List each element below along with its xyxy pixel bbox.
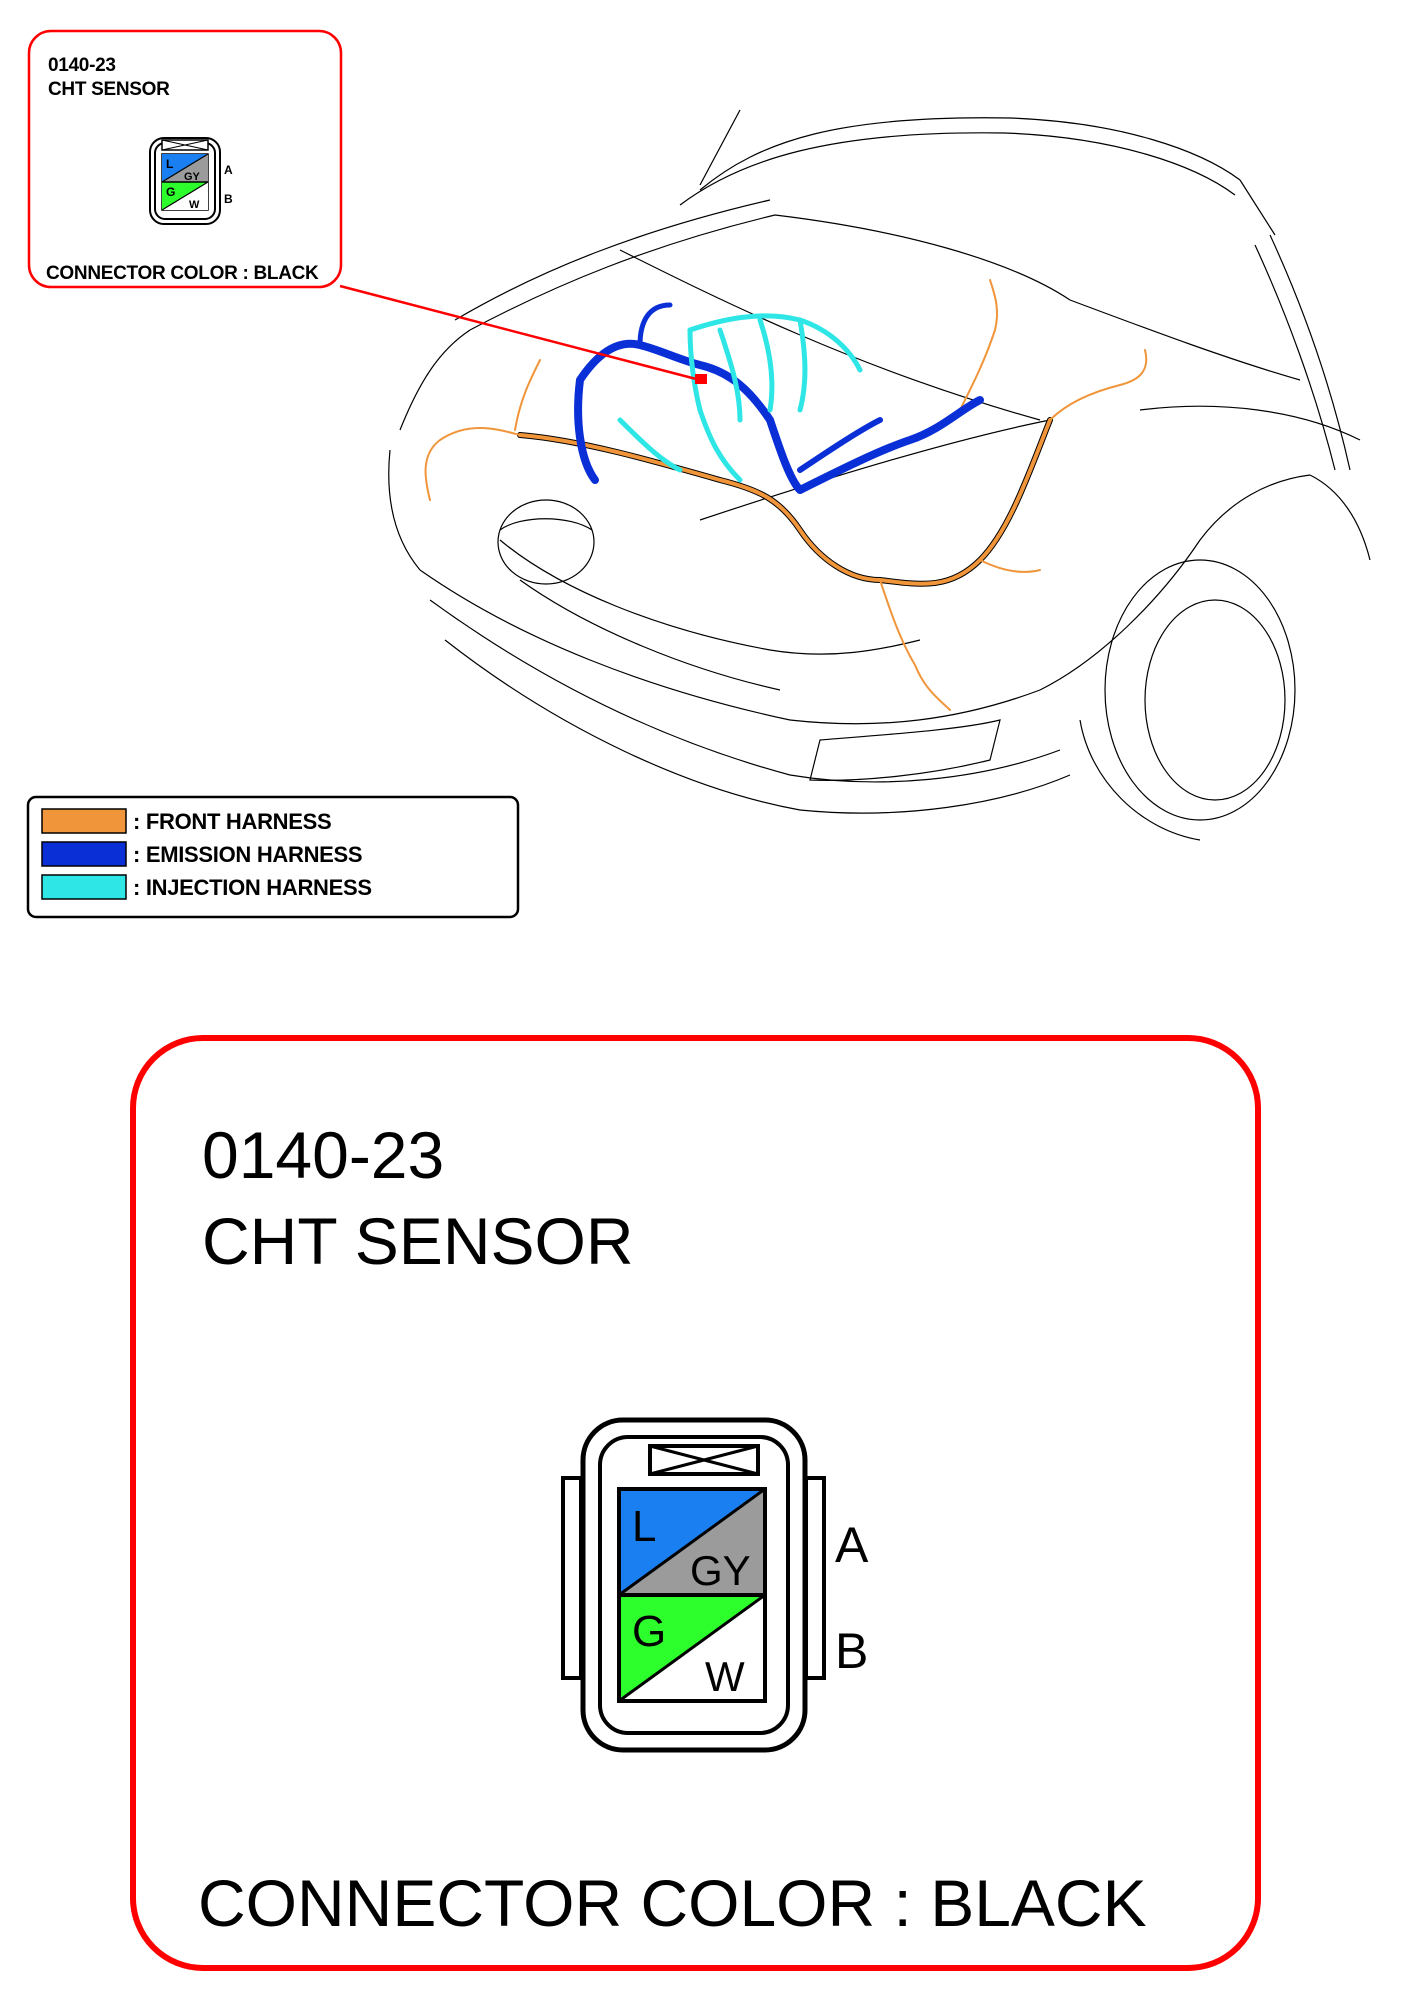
small-pin-a-top-wire: L [166,157,174,171]
large-callout-connector-color: CONNECTOR COLOR : BLACK [198,1866,1147,1940]
large-callout-code: 0140-23 [202,1118,445,1192]
large-connector-symbol [561,1417,826,1753]
legend-label-front: : FRONT HARNESS [133,809,332,834]
car-outline [388,109,1371,841]
legend-box [26,795,520,919]
large-pin-b-top-wire: G [632,1607,667,1656]
small-pin-b-top-wire: G [166,185,176,199]
small-pin-b-label: B [224,192,233,206]
callout-leader-line [339,284,701,382]
large-callout-name: CHT SENSOR [202,1204,634,1278]
large-pin-a-bottom-wire: GY [690,1547,751,1594]
legend-label-injection: : INJECTION HARNESS [133,875,372,900]
large-pin-b-bottom-wire: W [705,1653,745,1700]
small-callout-code: 0140-23 [48,55,116,76]
small-callout-name: CHT SENSOR [48,79,170,100]
legend-label-emission: : EMISSION HARNESS [133,842,363,867]
large-pin-b-label: B [835,1623,869,1679]
legend-swatch-front [41,808,127,834]
large-pin-a-label: A [835,1517,869,1573]
small-pin-b-bottom-wire: W [189,199,200,211]
small-callout-connector-color: CONNECTOR COLOR : BLACK [46,263,319,284]
front-harness [517,417,1053,587]
legend-swatch-injection [41,874,127,900]
small-pin-a-bottom-wire: GY [184,171,200,183]
large-pin-a-top-wire: L [632,1502,657,1551]
small-connector-symbol [149,137,221,225]
legend-swatch-emission [41,841,127,867]
emission-harness [574,302,984,494]
small-pin-a-label: A [224,163,233,177]
injection-harness [617,313,863,483]
